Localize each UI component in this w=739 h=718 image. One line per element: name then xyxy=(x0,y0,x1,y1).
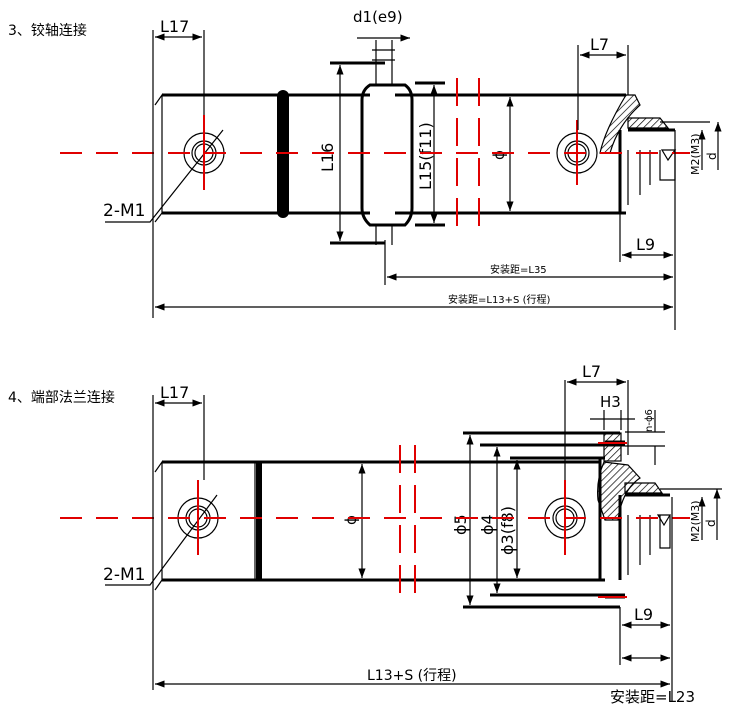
head-section xyxy=(597,461,641,521)
m2-label: M2(M3) xyxy=(689,500,702,542)
l13-label: L13+S (行程) xyxy=(367,668,457,684)
m2-label: M2(M3) xyxy=(689,133,702,175)
section-4-end-flange: 4、端部法兰连接 ϕ ϕ5 ϕ4 ϕ3(f8) M2(M3) d 2-M1 L1… xyxy=(8,362,722,706)
m1-label: 2-M1 xyxy=(103,565,145,585)
l17-label: L17 xyxy=(160,383,189,402)
d1-label: d1(e9) xyxy=(353,8,403,26)
l17-label: L17 xyxy=(160,17,189,36)
cylinder-outline xyxy=(162,93,626,215)
d5-label: ϕ5 xyxy=(451,514,470,535)
section-3-hinge-shaft: 3、铰轴连接 L16 L15(f11) d1(e9) ϕ 2-M1 M2(M3)… xyxy=(8,8,722,330)
trunnion-body xyxy=(360,83,414,227)
h3-label: H3 xyxy=(600,393,621,411)
l7-label: L7 xyxy=(590,35,609,54)
section-3-title: 3、铰轴连接 xyxy=(8,22,87,39)
l7-label: L7 xyxy=(582,362,601,381)
n6-label: n-ϕ6 xyxy=(644,409,655,432)
section-4-title: 4、端部法兰连接 xyxy=(8,389,115,406)
l23-label: 安装距=L23 xyxy=(610,688,695,706)
l9-label: L9 xyxy=(636,235,655,254)
l9-label: L9 xyxy=(634,605,653,624)
d-label: d xyxy=(704,519,718,527)
phi-label: ϕ xyxy=(490,150,508,160)
d4-label: ϕ4 xyxy=(478,514,497,535)
cylinder-outline xyxy=(162,460,600,582)
l15-label: L15(f11) xyxy=(416,122,435,190)
m1-label: 2-M1 xyxy=(103,201,145,221)
l13-label: 安装距=L13+S (行程) xyxy=(448,293,550,306)
d3-label: ϕ3(f8) xyxy=(498,506,517,555)
l16-label: L16 xyxy=(318,143,337,172)
phi-label: ϕ xyxy=(342,515,360,525)
d-label: d xyxy=(705,152,719,160)
l35-label: 安装距=L35 xyxy=(490,263,547,276)
